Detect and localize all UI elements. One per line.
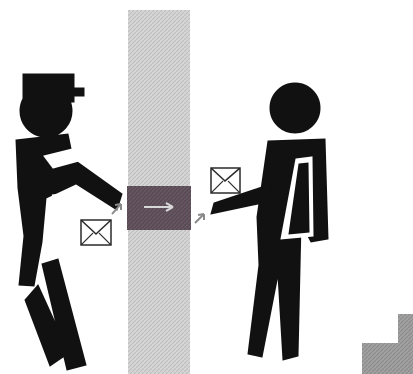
pass-through-box — [127, 186, 191, 230]
recipient-figure — [211, 83, 328, 360]
stairs — [362, 314, 413, 374]
envelope-icon-left — [81, 220, 111, 245]
envelope-icon-right — [211, 168, 240, 193]
